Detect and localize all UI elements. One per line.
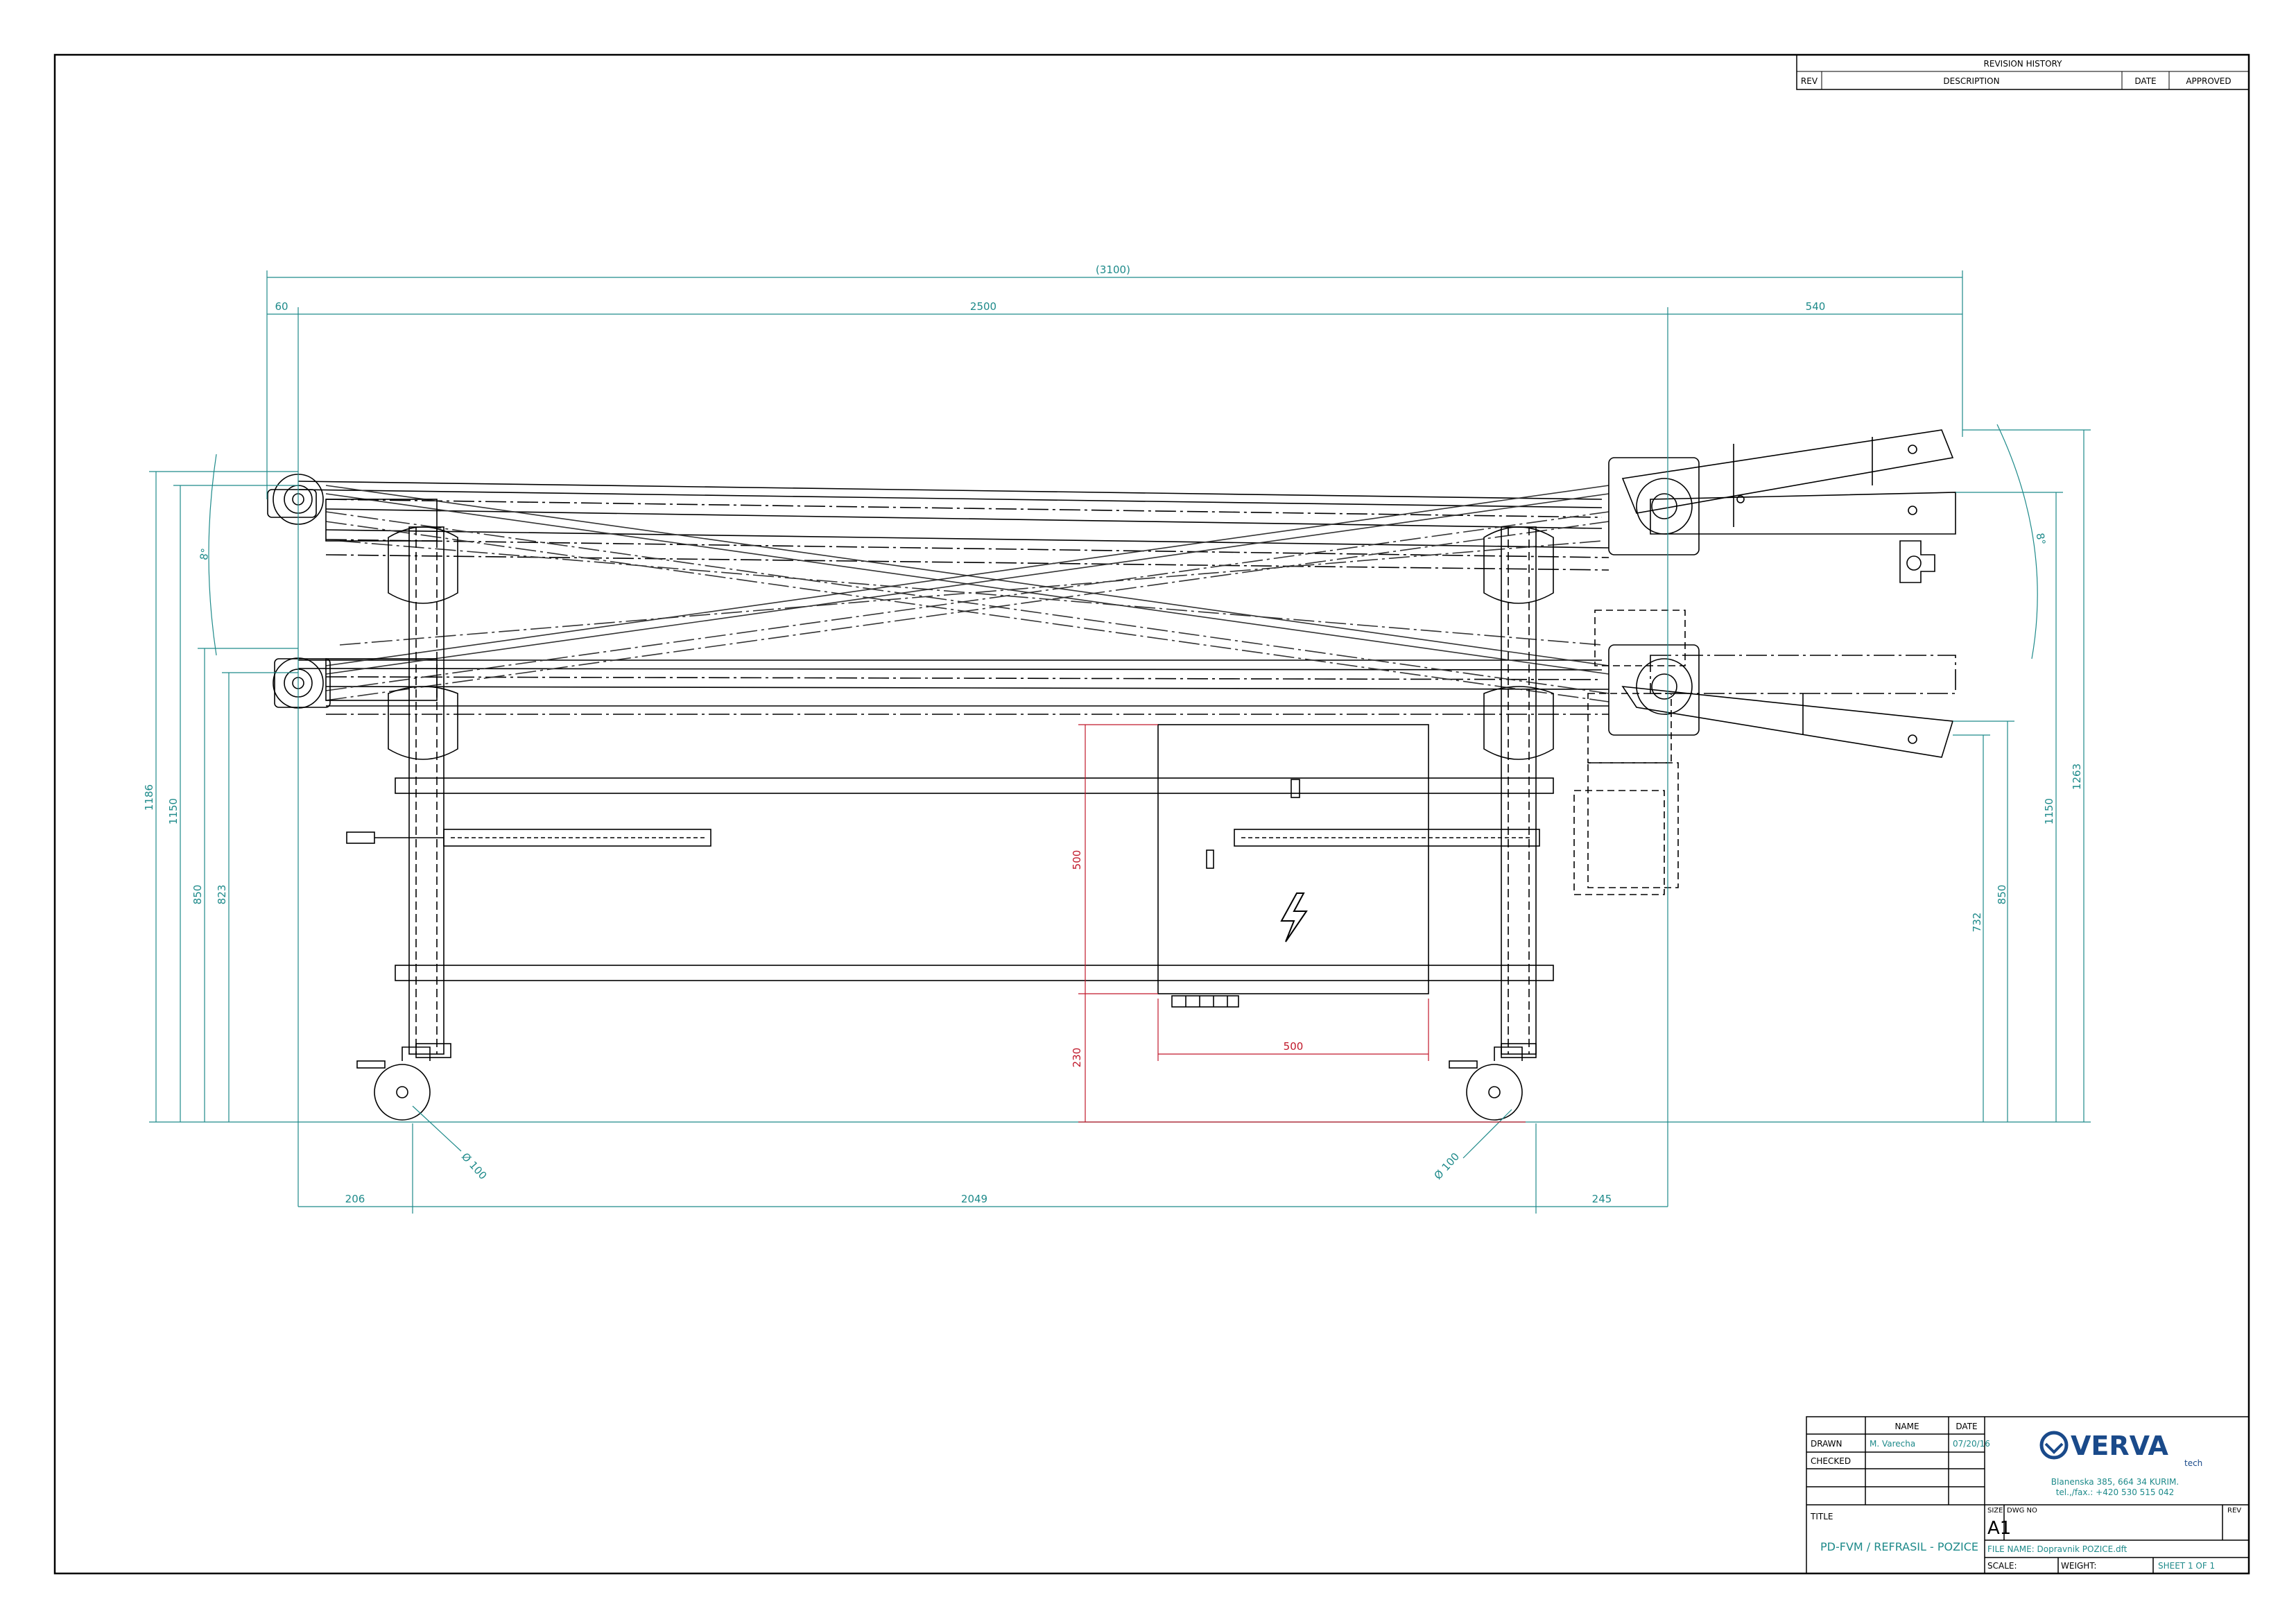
- dim-frame-length: 2500: [970, 300, 996, 313]
- sheet-border: [53, 53, 2250, 1575]
- right-extension-belts: [1621, 429, 1956, 758]
- dim-height-850-right: 850: [1996, 885, 2008, 905]
- weight-label: WEIGHT:: [2061, 1561, 2096, 1571]
- conveyor-drawing: [267, 429, 1956, 1121]
- dimension-lines: [149, 270, 2091, 1214]
- drawing-title: PD-FVM / REFRASIL - POZICE: [1820, 1540, 1978, 1553]
- high-voltage-icon: [1280, 892, 1308, 942]
- title-block: [1806, 1416, 2250, 1574]
- company-address: Blanenska 385, 664 34 KURIM.: [2051, 1477, 2179, 1487]
- dim-bottom-206: 206: [345, 1193, 365, 1205]
- approved-column-header: APPROVED: [2186, 76, 2231, 86]
- date-header: DATE: [1956, 1422, 1977, 1431]
- logo-subtext: tech: [2184, 1458, 2202, 1468]
- company-phone: tel.,/fax.: +420 530 515 042: [2056, 1487, 2175, 1497]
- dim-height-850-left: 850: [191, 885, 204, 905]
- dim-left-offset: 60: [275, 300, 288, 313]
- dim-box-height: 500: [1071, 850, 1083, 870]
- scale-label: SCALE:: [1987, 1561, 2017, 1571]
- dim-height-1263: 1263: [2071, 763, 2083, 790]
- right-drive-units: [1573, 457, 1935, 895]
- dim-bottom-2049: 2049: [961, 1193, 987, 1205]
- dim-right-overhang: 540: [1806, 300, 1826, 313]
- cabinet-dimension-lines: [1078, 724, 1526, 1123]
- upper-conveyor: [297, 481, 1609, 571]
- dim-wheel-right: Ø 100: [1431, 1150, 1462, 1182]
- verva-logo-icon: [2039, 1431, 2069, 1460]
- dim-height-1150-right: 1150: [2043, 798, 2055, 825]
- size-label: SIZE: [1987, 1507, 2003, 1515]
- dim-angle-left: 8°: [198, 547, 212, 561]
- dim-height-1150-left: 1150: [167, 798, 180, 825]
- dim-angle-right: 8°: [2034, 532, 2048, 546]
- dim-height-732: 732: [1971, 913, 1983, 933]
- cross-beams: [346, 777, 1554, 981]
- drawn-label: DRAWN: [1811, 1439, 1842, 1449]
- drawn-date: 07/20/16: [1953, 1439, 1990, 1449]
- dim-height-823: 823: [216, 885, 228, 905]
- revision-history-title: REVISION HISTORY: [1984, 59, 2063, 69]
- file-name: FILE NAME: Dopravnik POZICE.dft: [1987, 1544, 2127, 1554]
- frame-legs: [388, 526, 1554, 1055]
- title-label: TITLE: [1810, 1512, 1833, 1521]
- date-column-header: DATE: [2134, 76, 2156, 86]
- crossing-positions: [325, 485, 1609, 702]
- dim-box-width: 500: [1284, 1040, 1304, 1053]
- name-header: NAME: [1894, 1422, 1919, 1431]
- size-value: A1: [1987, 1518, 2011, 1539]
- checked-label: CHECKED: [1811, 1456, 1851, 1466]
- logo-text: VERVA: [2071, 1431, 2168, 1461]
- dim-wheel-left: Ø 100: [459, 1150, 490, 1182]
- electrical-cabinet: [1157, 724, 1429, 1008]
- dim-bottom-245: 245: [1592, 1193, 1612, 1205]
- rev-label: REV: [2227, 1507, 2241, 1515]
- dim-box-clearance: 230: [1071, 1048, 1083, 1068]
- revision-history-table: REVISION HISTORY REV DESCRIPTION DATE AP…: [1796, 54, 2250, 90]
- dim-overall-length: (3100): [1096, 264, 1130, 276]
- company-logo: VERVA tech: [2039, 1431, 2202, 1468]
- sheet-label: SHEET 1 OF 1: [2158, 1561, 2215, 1571]
- rev-column-header: REV: [1801, 76, 1818, 86]
- description-column-header: DESCRIPTION: [1943, 76, 1999, 86]
- lower-conveyor: [297, 659, 1609, 715]
- dim-height-1186: 1186: [143, 784, 155, 811]
- dwg-label: DWG NO: [2007, 1507, 2037, 1515]
- drawn-name: M. Varecha: [1870, 1439, 1915, 1449]
- castor-wheels: [356, 1043, 1537, 1121]
